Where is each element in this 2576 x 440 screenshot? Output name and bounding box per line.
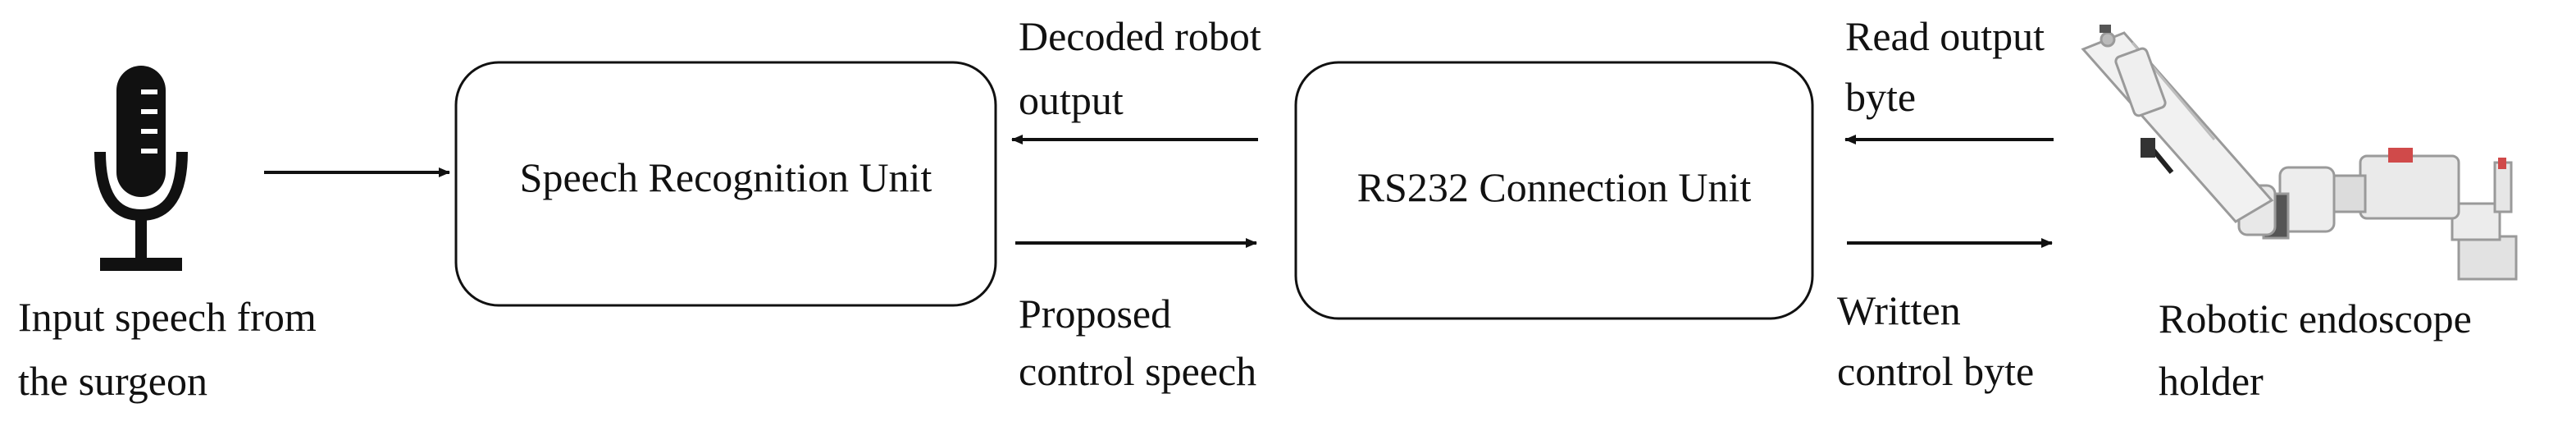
microphone-icon — [94, 66, 188, 271]
speech-recognition-box — [454, 61, 997, 307]
speech-recognition-label: Speech Recognition Unit — [519, 154, 932, 200]
proposed-speech-label-line2: control speech — [1019, 348, 1257, 394]
robot-caption-line2: holder — [2159, 358, 2264, 404]
robot-caption-line1: Robotic endoscope — [2159, 296, 2472, 341]
rs232-connection-box — [1294, 61, 1814, 320]
proposed-speech-label-line1: Proposed — [1019, 291, 1172, 337]
decoded-output-label-line1: Decoded robot — [1019, 13, 1261, 59]
written-byte-label-line2: control byte — [1837, 348, 2035, 394]
robotic-arm-icon — [2081, 25, 2518, 281]
read-byte-label-line1: Read output — [1845, 13, 2045, 59]
input-speech-caption-line2: the surgeon — [18, 358, 207, 404]
rs232-connection-label: RS232 Connection Unit — [1356, 164, 1752, 210]
decoded-output-label-line2: output — [1019, 77, 1124, 123]
read-byte-label-line2: byte — [1845, 74, 1917, 120]
written-byte-label-line1: Written — [1837, 287, 1961, 333]
input-speech-caption-line1: Input speech from — [18, 294, 317, 340]
